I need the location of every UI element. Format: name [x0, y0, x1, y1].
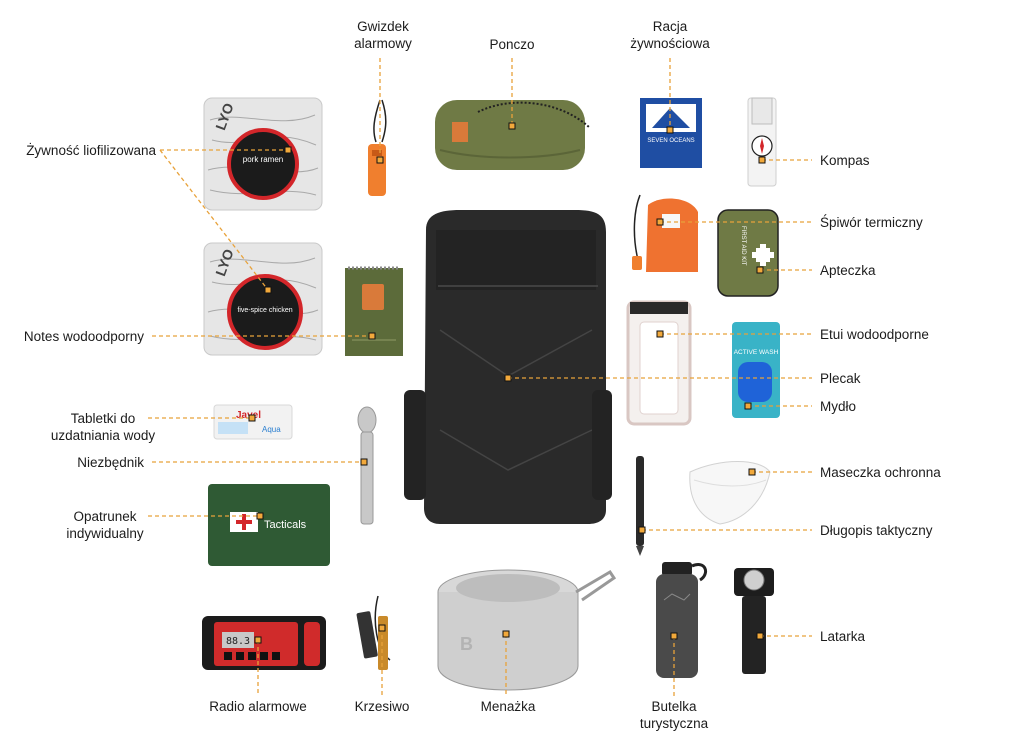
label-tablets: Tabletki do uzdatniania wody [28, 410, 178, 444]
waterproof-phone-case [626, 300, 692, 426]
label-notebook: Notes wodoodporny [23, 329, 144, 344]
tactical-pen [636, 456, 644, 556]
first-aid-text: FIRST AID KIT [740, 226, 746, 266]
label-whistle-line2: alarmowy [354, 36, 412, 51]
label-pen: Długopis taktyczny [820, 523, 933, 538]
label-flashlight: Latarka [820, 629, 866, 644]
freeze-dried-food-pouch-1: pork ramen LYO [203, 97, 323, 211]
ration-brand: SEVEN OCEANS [647, 138, 694, 144]
label-waterproof-case: Etui wodoodporne [820, 327, 929, 342]
emergency-radio: 88.3 [202, 616, 326, 670]
label-poncho: Ponczo [489, 37, 535, 52]
tablets-sub: Aqua [262, 425, 281, 434]
label-first-aid: Apteczka [820, 263, 876, 278]
first-aid-kit: FIRST AID KIT [717, 209, 779, 297]
label-mess-tin: Menażka [480, 699, 536, 714]
label-radio: Radio alarmowe [209, 699, 307, 714]
backpack [404, 210, 612, 524]
food1-name: pork ramen [243, 155, 283, 164]
flashlight [734, 568, 774, 674]
label-sleeping-bag: Śpiwór termiczny [820, 215, 923, 230]
individual-dressing: Tacticals [208, 484, 330, 566]
poncho-bag [435, 100, 591, 170]
label-tablets-line1: Tabletki do [70, 411, 136, 426]
cutlery-multitool [357, 406, 377, 525]
compass [747, 97, 777, 187]
radio-display: 88.3 [226, 636, 250, 647]
label-ration: Racja żywnościowa [620, 18, 720, 52]
water-bottle [656, 562, 708, 678]
soap-text: ACTIVE WASH [734, 349, 779, 356]
label-dressing-line1: Opatrunek [73, 509, 137, 524]
label-soap: Mydło [820, 399, 857, 414]
freeze-dried-food-pouch-2: five-spice chicken LYO [203, 242, 323, 356]
label-backpack: Plecak [820, 371, 861, 386]
svg-text:B: B [460, 634, 473, 654]
protective-mask [689, 461, 771, 525]
label-whistle-line1: Gwizdek [357, 19, 409, 34]
soap-pack: ACTIVE WASH [732, 322, 780, 418]
food2-name: five-spice chicken [237, 307, 292, 314]
label-whistle: Gwizdek alarmowy [340, 18, 426, 52]
label-bottle-line2: turystyczna [639, 716, 709, 731]
label-multitool: Niezbędnik [77, 455, 144, 470]
mess-tin: B [437, 569, 617, 691]
dressing-brand: Tacticals [264, 519, 307, 531]
waterproof-notebook [345, 266, 403, 356]
food-ration: SEVEN OCEANS [640, 98, 702, 168]
label-dressing: Opatrunek indywidualny [40, 508, 170, 542]
label-ration-line2: żywnościowa [630, 36, 710, 51]
thermal-sleeping-bag [632, 194, 698, 272]
label-tablets-line2: uzdatniania wody [50, 428, 156, 443]
label-bottle: Butelka turystyczna [624, 698, 724, 732]
label-ration-line1: Racja [652, 19, 688, 34]
label-food-freeze-dried: Żywność liofilizowana [26, 143, 156, 158]
label-bottle-line1: Butelka [651, 699, 697, 714]
label-mask: Maseczka ochronna [820, 465, 941, 480]
label-firesteel: Krzesiwo [354, 699, 410, 714]
label-compass: Kompas [820, 153, 870, 168]
label-dressing-line2: indywidualny [66, 526, 144, 541]
